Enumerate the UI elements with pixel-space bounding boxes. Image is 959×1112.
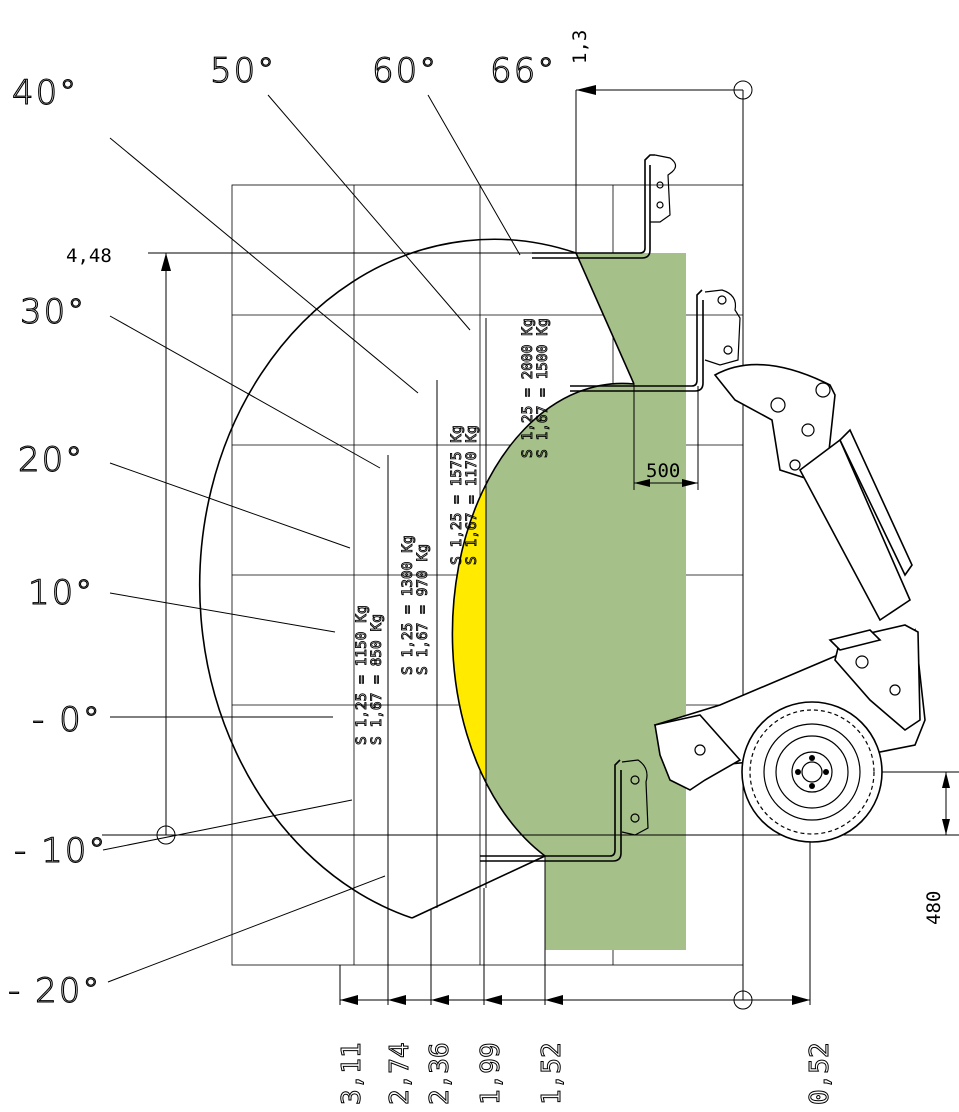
angle-60-label: 60° [372,51,438,91]
zone3-s125-label: S 1,25 = 1575 Kg [449,425,465,565]
max-height-label: 4,48 [66,245,112,267]
reach-199-label: 1,99 [476,1042,506,1105]
fork-middle [570,289,741,392]
reach-052-label: 0,52 [805,1042,835,1105]
angle-30-label: 30° [20,292,86,332]
angle-10-label: 10° [28,573,94,613]
angle-labels: 66° 60° 50° 40° 30° 20° 10° - 0° - 10° -… [7,50,556,1011]
load-labels: S 1,25 = 1150 Kg S 1,67 = 850 Kg S 1,25 … [354,318,552,746]
zone4-s125-label: S 1,25 = 2000 Kg [520,318,536,458]
zone-green [486,253,686,950]
dimension-lines: 4,48 1,3 500 480 3,11 2,74 2,36 [66,30,959,1106]
zone1-s167-label: S 1,67 = 850 Kg [369,614,385,745]
telehandler-machine [653,363,926,843]
reach-236-label: 2,36 [425,1042,455,1105]
angle-leaders [102,94,521,983]
zone4-s167-label: S 1,67 = 1500 Kg [535,318,551,458]
angle-m20-label: - 20° [8,971,101,1011]
zone2-s167-label: S 1,67 = 970 Kg [415,544,431,675]
fork-top [532,154,677,259]
reach-311-label: 3,11 [337,1042,367,1105]
angle-20-label: 20° [18,440,84,480]
angle-50-label: 50° [210,51,276,91]
fork-length-label: 500 [646,460,680,482]
zone3-s167-label: S 1,67 = 1170 Kg [464,425,480,565]
top-offset-label: 1,3 [569,30,591,64]
angle-40-label: 40° [12,73,78,113]
zone2-s125-label: S 1,25 = 1300 Kg [400,535,416,675]
reach-274-label: 2,74 [385,1042,415,1105]
axle-height-label: 480 [923,891,945,925]
fork-bottom [480,759,649,862]
zone1-s125-label: S 1,25 = 1150 Kg [354,605,370,745]
angle-66-label: 66° [490,51,556,91]
angle-0-label: - 0° [32,700,102,740]
angle-m10-label: - 10° [14,831,107,871]
reach-152-label: 1,52 [537,1042,567,1105]
